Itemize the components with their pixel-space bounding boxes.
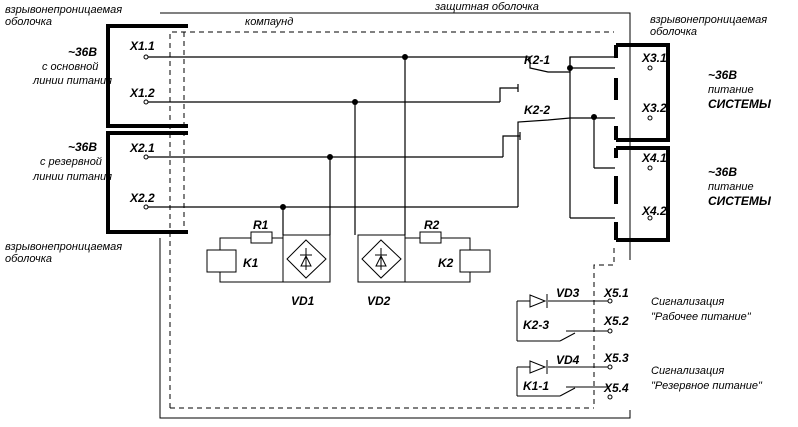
label-coil-k2: K2 [438,256,454,270]
terminal-x52-dot [607,328,613,334]
resistor-r2 [419,231,442,244]
coil-k1 [206,249,237,273]
terminal-x12-dot [143,99,149,105]
label-terminal-x42: X4.2 [641,204,667,218]
terminal-x53-dot [607,364,613,370]
label-terminal-x11: X1.1 [129,39,155,53]
label-input-reserve-voltage: ~36В [68,140,97,154]
terminal-x31-dot [647,65,653,71]
resistor-r1 [250,231,273,244]
label-input-reserve-line2: с резервной [40,156,102,168]
label-relay-k21: K2-1 [524,53,550,67]
label-terminal-x12: X1.2 [129,86,155,100]
label-terminal-x51: X5.1 [603,286,629,300]
label-output-system2-line2: питание [708,181,754,193]
terminal-x11-dot [143,54,149,60]
label-terminal-x52: X5.2 [603,314,629,328]
label-signal-reserve-1: Сигнализация [651,365,724,377]
label-output-system1-line3: СИСТЕМЫ [708,97,772,111]
protective-shell-outline [159,12,631,419]
wire-k1-loop [219,237,283,283]
label-flameproof-top-left-1: взрывонепроницаемая [5,4,122,16]
label-rectifier-vd2: VD2 [367,294,391,308]
label-coil-k1: K1 [243,256,259,270]
label-input-reserve-line3: линии питания [32,171,112,183]
label-compound: компаунд [245,16,293,28]
label-diode-vd3: VD3 [556,286,580,300]
signal-reserve-circuit [516,360,608,397]
label-output-system2-voltage: ~36В [708,165,737,179]
label-signal-working-2: "Рабочее питание" [651,311,752,323]
terminal-x21-dot [143,154,149,160]
label-signal-reserve-2: "Резервное питание" [651,380,763,392]
label-resistor-r2: R2 [424,218,440,232]
label-diode-vd4: VD4 [556,353,580,367]
terminal-x42-dot [647,215,653,221]
label-relay-k22: K2-2 [524,103,550,117]
terminal-x32-dot [647,115,653,121]
label-flameproof-bottom-left-2: оболочка [5,253,52,265]
terminal-x41-dot [647,165,653,171]
label-terminal-x31: X3.1 [641,51,667,65]
coil-k2 [459,249,491,273]
label-input-main-voltage: ~36В [68,45,97,59]
label-input-main-line2: с основной [42,61,98,73]
label-terminal-x32: X3.2 [641,101,667,115]
compound-dashed-outline [169,31,615,409]
label-terminal-x22: X2.2 [129,191,155,205]
label-rectifier-vd1: VD1 [291,294,315,308]
label-terminal-x21: X2.1 [129,141,155,155]
label-flameproof-top-right-2: оболочка [650,26,697,38]
label-resistor-r1: R1 [253,218,269,232]
label-flameproof-bottom-left-1: взрывонепроницаемая [5,241,122,253]
junction-k22 [591,114,597,120]
label-flameproof-top-left-2: оболочка [5,16,52,28]
relay-k22-switch [502,117,585,207]
label-contact-k23: K2-3 [523,318,549,332]
label-contact-k11: K1-1 [523,379,549,393]
label-output-system1-line2: питание [708,84,754,96]
rectifier-vd2 [354,57,406,283]
signal-working-circuit [516,294,608,342]
label-terminal-x41: X4.1 [641,151,667,165]
enclosure-x3 [616,43,670,142]
junction-k21 [567,65,573,71]
label-input-main-line3: линии питания [32,75,112,87]
label-signal-working-1: Сигнализация [651,296,724,308]
terminal-x54-dot [607,394,613,400]
label-flameproof-top-right-1: взрывонепроницаемая [650,14,767,26]
wire-k2-loop [405,237,471,283]
terminal-x51-dot [607,298,613,304]
enclosure-x2 [106,131,188,234]
label-output-system2-line3: СИСТЕМЫ [708,194,772,208]
enclosure-x1 [106,24,188,128]
relay-k21-switch [499,56,615,102]
label-terminal-x53: X5.3 [603,351,629,365]
label-output-system1-voltage: ~36В [708,68,737,82]
label-terminal-x54: X5.4 [603,381,629,395]
rectifier-vd1 [282,157,331,283]
enclosure-x4 [616,146,670,242]
terminal-x22-dot [143,204,149,210]
label-protective-shell: защитная оболочка [434,1,539,13]
